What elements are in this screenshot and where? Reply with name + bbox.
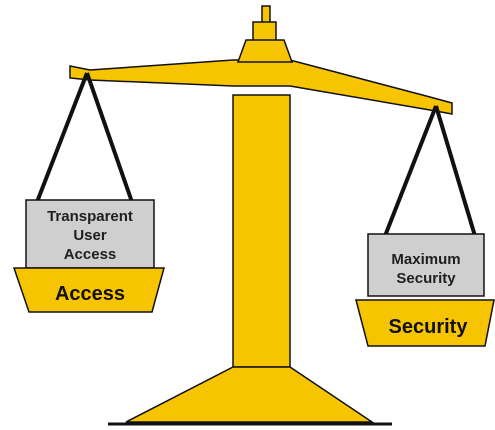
scale-stand	[108, 94, 392, 426]
right-box-line-2: Security	[396, 270, 456, 287]
left-rope-inner	[85, 72, 134, 203]
left-pan-label: Access	[55, 283, 125, 305]
left-rope-outer	[35, 72, 89, 203]
scale-base	[125, 366, 375, 423]
left-box-line-2: User	[73, 227, 107, 244]
right-rope-inner	[383, 105, 438, 237]
right-box-line-1: Maximum	[391, 251, 460, 268]
right-rope-outer	[434, 105, 477, 237]
finial-collar	[252, 21, 277, 43]
right-pan-label: Security	[389, 316, 469, 338]
scale-beam	[69, 39, 453, 115]
left-box-line-3: Access	[64, 246, 117, 263]
right-pan	[355, 299, 495, 347]
left-pan	[12, 267, 165, 313]
left-pan-assembly: Transparent User Access Access	[12, 72, 165, 313]
beam-hub	[236, 39, 294, 63]
right-box	[367, 233, 485, 297]
scale-pillar	[232, 94, 291, 368]
scale-finial	[252, 5, 277, 43]
left-box-line-1: Transparent	[47, 208, 133, 225]
right-pan-assembly: Maximum Security Security	[355, 105, 495, 347]
